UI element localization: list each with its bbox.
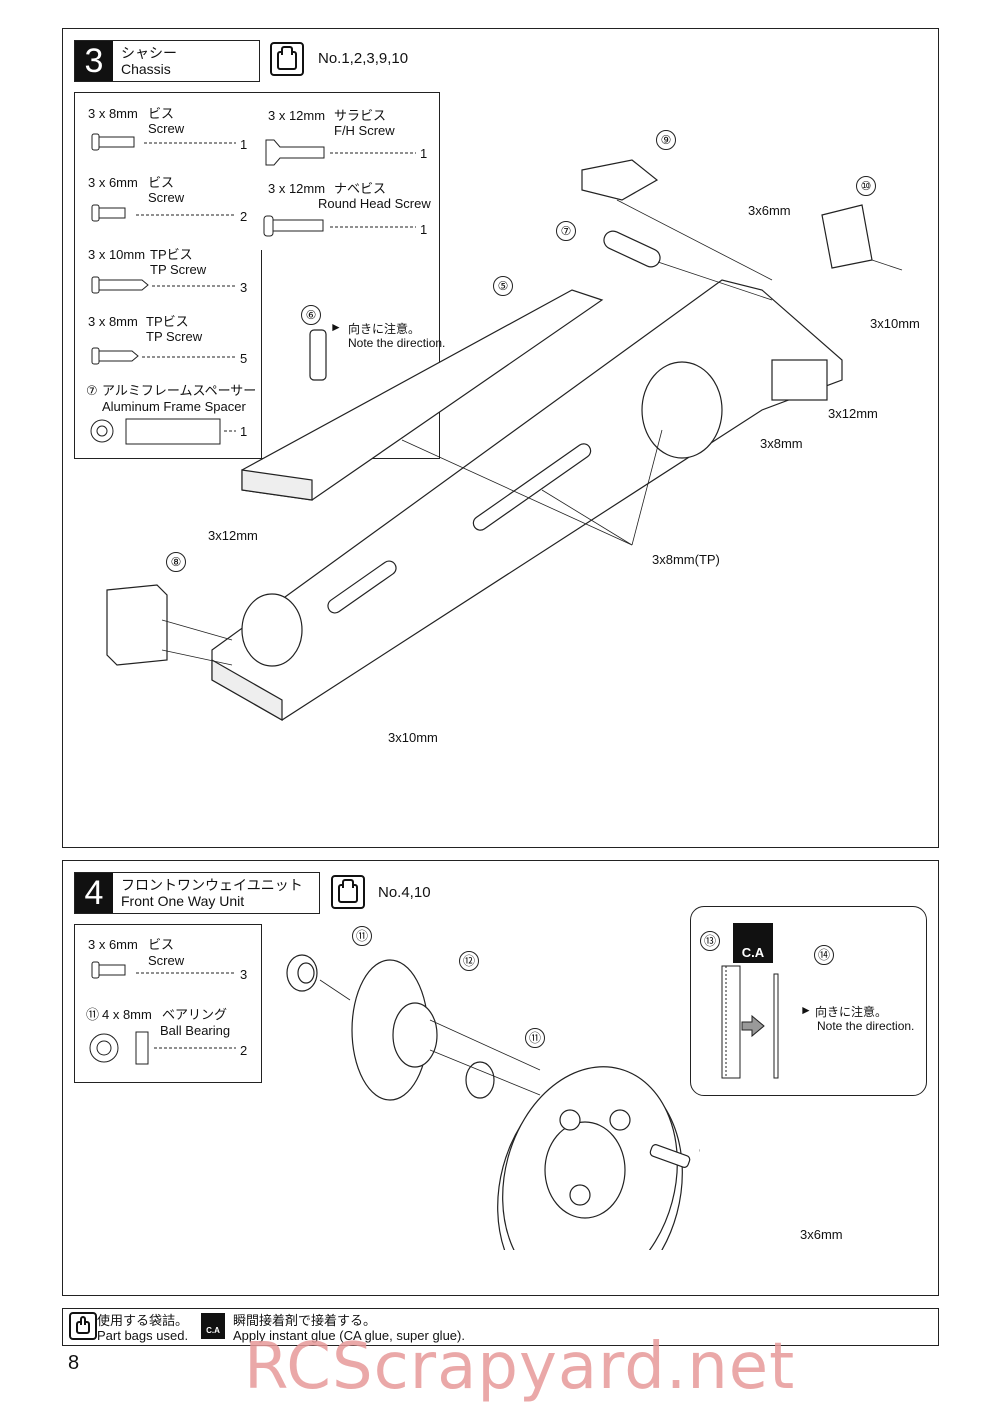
- part-name-jp: ビス: [148, 106, 175, 121]
- step4-bag-numbers: No.4,10: [378, 884, 431, 901]
- part-name-jp: ビス: [148, 175, 175, 190]
- part-name-jp: TPビス: [146, 314, 189, 329]
- bag-icon: [270, 42, 304, 76]
- ca-glue-icon: C.A: [201, 1313, 225, 1339]
- callout-8: ⑧: [166, 552, 186, 572]
- label-3x10mm: 3x10mm: [388, 730, 438, 745]
- legend-footer: 使用する袋詰。 Part bags used. C.A 瞬間接着剤で接着する。 …: [62, 1308, 939, 1346]
- callout-7: ⑦: [556, 221, 576, 241]
- part-name-jp: ナベビス: [334, 181, 387, 196]
- part-name-en: Round Head Screw: [318, 196, 431, 211]
- note-en: Note the direction.: [348, 336, 446, 350]
- label-3x12mm: 3x12mm: [208, 528, 258, 543]
- callout-5: ⑤: [493, 276, 513, 296]
- ca-glue-icon: C.A: [733, 923, 773, 963]
- part-name-en: TP Screw: [150, 262, 207, 277]
- note-arrow-icon: ►: [330, 320, 342, 334]
- part-name-jp: サラビス: [334, 108, 387, 123]
- bag-icon: [69, 1312, 97, 1340]
- part-size: 3 x 6mm: [88, 175, 138, 190]
- label-3x12mm: 3x12mm: [828, 406, 878, 421]
- note-en: Note the direction.: [817, 1019, 915, 1033]
- bag-icon: [331, 875, 365, 909]
- part-qty: 1: [420, 146, 428, 161]
- part-size: 3 x 12mm: [268, 181, 326, 196]
- step3-title-jp: シャシー: [121, 45, 177, 61]
- callout-13: ⑬: [700, 931, 720, 951]
- note-jp: 向きに注意。: [348, 322, 421, 336]
- part-qty: 5: [240, 351, 248, 366]
- label-3x6mm: 3x6mm: [748, 203, 791, 218]
- note-jp: 向きに注意。: [815, 1005, 888, 1019]
- bearing-size: 4 x 8mm: [102, 1007, 152, 1022]
- ca-label: C.A: [741, 945, 765, 960]
- label-3x10mm: 3x10mm: [870, 316, 920, 331]
- legend-bag-en: Part bags used.: [97, 1328, 189, 1343]
- part-qty: 1: [240, 137, 248, 152]
- chassis-assembly-drawing: [106, 159, 903, 722]
- step3-bag-numbers: No.1,2,3,9,10: [318, 50, 409, 67]
- spacer-num: ⑦: [86, 383, 98, 398]
- sprocket-detail-drawing: [721, 965, 779, 1079]
- step4-panel: [62, 860, 939, 1296]
- part-size: 3 x 8mm: [88, 106, 138, 121]
- callout-14: ⑭: [814, 945, 834, 965]
- legend-glue-jp: 瞬間接着剤で接着する。: [233, 1313, 377, 1328]
- watermark: RCScrapyard.net: [244, 1330, 796, 1404]
- part-name-en: Screw: [148, 121, 185, 136]
- part-qty: 3: [240, 280, 248, 295]
- part-name-en: Screw: [148, 190, 185, 205]
- inset-box: [690, 906, 927, 1096]
- page-number: 8: [68, 1352, 80, 1374]
- bearing-name-en: Ball Bearing: [160, 1023, 231, 1038]
- part-size: 3 x 12mm: [268, 108, 326, 123]
- step4-title-en: Front One Way Unit: [121, 893, 245, 909]
- part-name-jp: ビス: [148, 937, 175, 952]
- one-way-unit-drawing: [286, 954, 700, 1250]
- step4-title-jp: フロントワンウェイユニット: [121, 877, 303, 893]
- step4-number: 4: [75, 873, 113, 913]
- step3-title-box: 3 シャシー Chassis: [74, 40, 260, 82]
- note-arrow-icon: ►: [800, 1003, 812, 1017]
- step3-panel: [62, 28, 939, 848]
- part-qty: 2: [240, 1043, 248, 1058]
- step4-title-box: 4 フロントワンウェイユニット Front One Way Unit: [74, 872, 320, 914]
- label-3x8mm-tp: 3x8mm(TP): [652, 552, 720, 567]
- part-name-jp: TPビス: [150, 247, 193, 262]
- step3-title-en: Chassis: [121, 61, 171, 77]
- label-3x6mm: 3x6mm: [800, 1227, 843, 1242]
- legend-bag-jp: 使用する袋詰。: [97, 1313, 189, 1328]
- step3-parts-drawings: [90, 133, 416, 445]
- part-size: 3 x 10mm: [88, 247, 146, 262]
- callout-10: ⑩: [856, 176, 876, 196]
- step3-number: 3: [75, 41, 113, 81]
- part-size: 3 x 8mm: [88, 314, 138, 329]
- spacer-name-en: Aluminum Frame Spacer: [102, 399, 246, 414]
- part-qty: 3: [240, 967, 248, 982]
- part-name-en: F/H Screw: [334, 123, 395, 138]
- bearing-num: ⑪: [86, 1007, 100, 1022]
- part-size: 3 x 6mm: [88, 937, 138, 952]
- callout-11: ⑪: [525, 1028, 545, 1048]
- ca-label: C.A: [206, 1326, 220, 1335]
- part-qty: 1: [240, 424, 248, 439]
- part-8: [106, 584, 168, 666]
- callout-9: ⑨: [656, 130, 676, 150]
- part-name-en: Screw: [148, 953, 185, 968]
- step4-parts-drawings: [89, 961, 236, 1065]
- label-3x8mm: 3x8mm: [760, 436, 803, 451]
- callout-12: ⑫: [459, 951, 479, 971]
- callout-6: ⑥: [301, 305, 321, 325]
- bearing-name-jp: ベアリング: [162, 1007, 228, 1022]
- part-name-en: TP Screw: [146, 329, 203, 344]
- spacer-name-jp: アルミフレームスペーサー: [102, 383, 257, 398]
- legend-glue-en: Apply instant glue (CA glue, super glue)…: [233, 1328, 465, 1343]
- part-qty: 2: [240, 209, 248, 224]
- part-qty: 1: [420, 222, 428, 237]
- callout-11: ⑪: [352, 926, 372, 946]
